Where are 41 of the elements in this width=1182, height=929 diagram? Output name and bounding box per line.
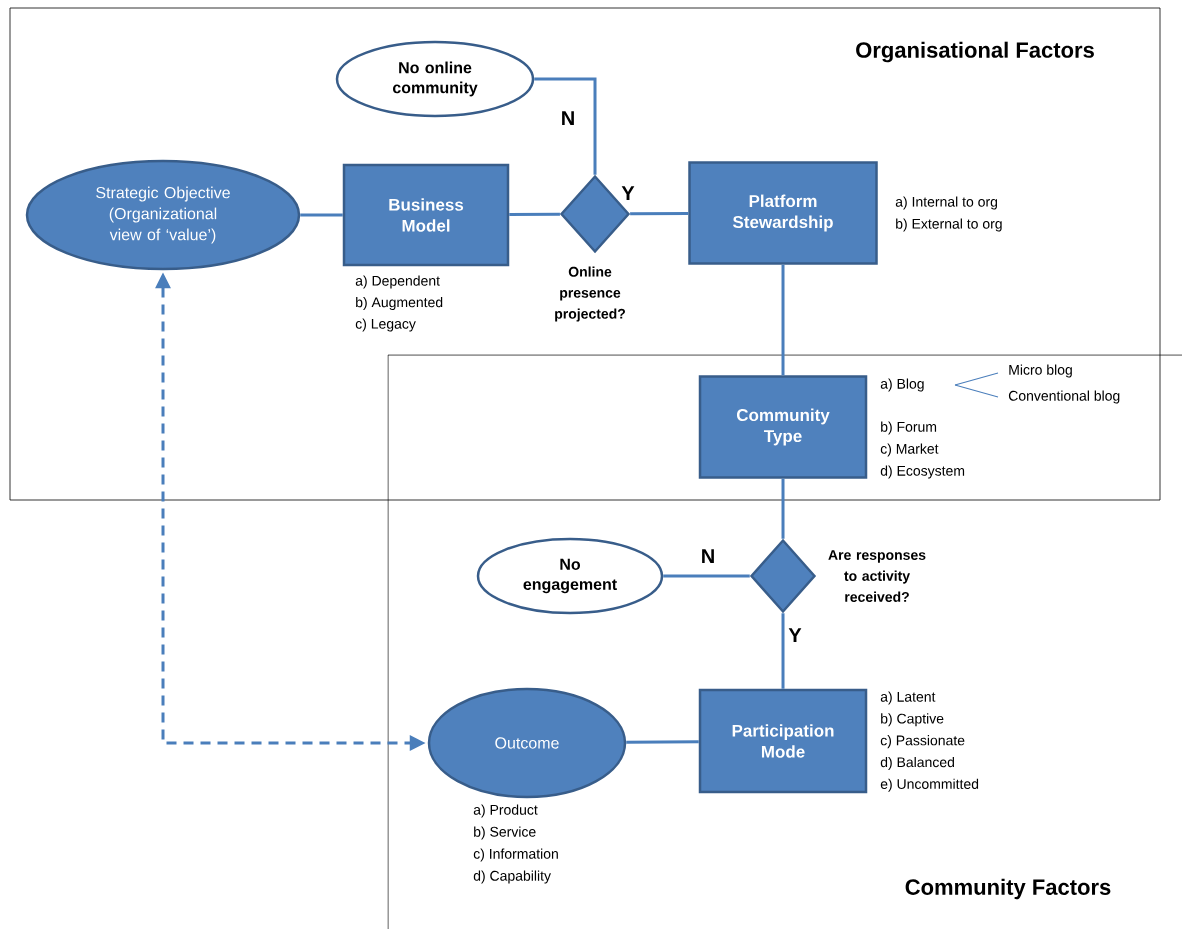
- list-item: a) Dependent: [355, 275, 440, 289]
- edge-label: Y: [788, 628, 802, 642]
- connector: [300, 213, 343, 217]
- list-item: b) Forum: [881, 421, 937, 435]
- connector: [663, 574, 750, 578]
- list-item: a) Latent: [880, 691, 936, 705]
- list-item: d) Ecosystem: [880, 465, 965, 479]
- edge-label: N: [562, 111, 574, 125]
- region-heading: Organisational Factors: [856, 41, 1094, 63]
- connector: [534, 77, 597, 175]
- list-item: a) Internal to org: [895, 196, 997, 210]
- list-item: b) Augmented: [356, 297, 443, 311]
- list-item: a) Blog: [880, 378, 924, 392]
- process-box: Business Model: [342, 163, 510, 267]
- list-item: Conventional blog: [1008, 390, 1120, 404]
- question-text: Online presence projected?: [555, 266, 625, 322]
- list-item: c) Legacy: [355, 318, 416, 332]
- list-item: c) Passionate: [880, 735, 965, 749]
- list-item: e) Uncommitted: [880, 778, 979, 792]
- question-text: Are responses to activity received?: [828, 550, 926, 602]
- list-item: b) External to org: [896, 218, 1002, 232]
- connector: [781, 264, 785, 376]
- list-item: d) Balanced: [880, 756, 954, 770]
- list-item: d) Capability: [473, 870, 551, 884]
- edge-label: Y: [621, 186, 635, 200]
- connector: [781, 613, 785, 689]
- list-item: b) Captive: [881, 713, 944, 727]
- process-box: Platform Stewardship: [688, 161, 878, 265]
- list-item: b) Service: [474, 826, 536, 840]
- connector: [509, 212, 560, 216]
- list-item: a) Product: [473, 804, 538, 818]
- connector: [626, 740, 699, 744]
- list-item: c) Information: [473, 848, 558, 862]
- list-item: Micro blog: [1009, 364, 1072, 378]
- region-heading: Community Factors: [905, 878, 1111, 900]
- connector: [781, 478, 785, 539]
- process-box: Community Type: [698, 375, 868, 479]
- connector: [630, 212, 689, 216]
- edge-label: N: [702, 549, 714, 563]
- list-item: c) Market: [880, 443, 939, 457]
- process-box: Participation Mode: [698, 688, 868, 794]
